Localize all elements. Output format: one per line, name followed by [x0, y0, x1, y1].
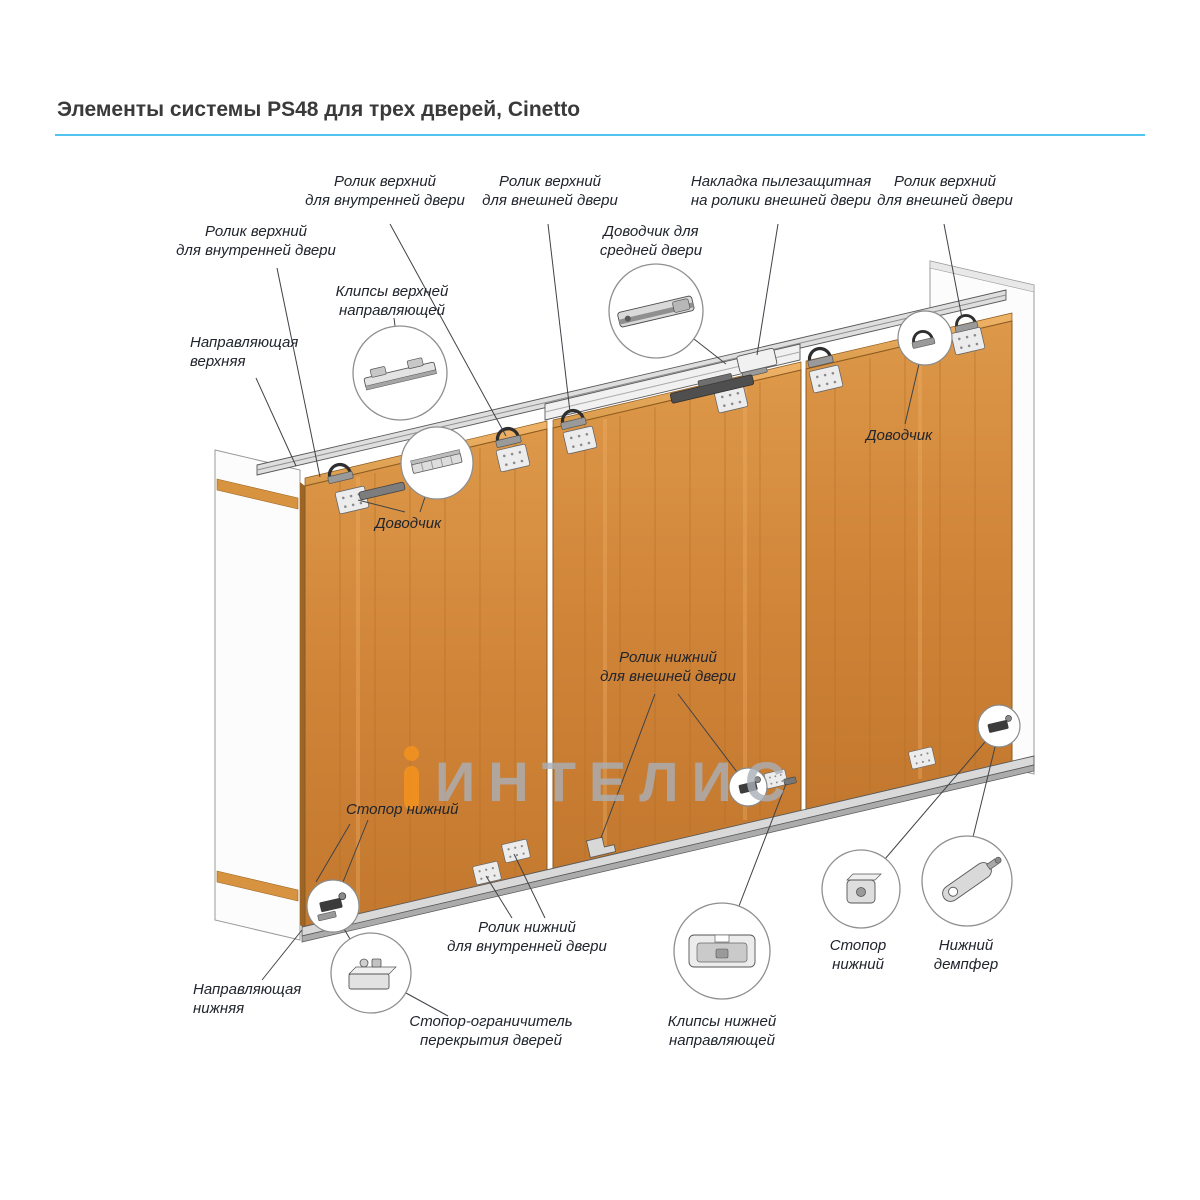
- left-side-panel: [214, 449, 301, 941]
- leader-lines: [255, 223, 996, 1017]
- closer-device-left: [358, 481, 406, 501]
- label-dust-cover: Накладка пылезащитная на ролики внешней …: [690, 173, 872, 210]
- callout-bottom-damper: [921, 835, 1013, 927]
- label-closer-left: Доводчик: [375, 515, 442, 532]
- label-top-rail: Направляющая верхняя: [190, 334, 299, 371]
- callout-overlap-stop: [330, 932, 412, 1014]
- label-bottom-stop-left: Стопор нижний: [346, 801, 459, 818]
- label-top-rail-clips: Клипсы верхней направляющей: [335, 283, 449, 320]
- label-bottom-stop-right: Стопор нижний: [829, 937, 887, 974]
- label-bottom-roller-outer-door: Ролик нижний для внешней двери: [600, 649, 736, 686]
- watermark: ИНТЕЛИС: [404, 746, 798, 810]
- callout-closer-left: [400, 426, 474, 500]
- title-divider: [55, 134, 1145, 136]
- dust-cover-plate: [736, 347, 778, 374]
- label-bottom-roller-inner-door: Ролик нижний для внутренней двери: [447, 919, 607, 956]
- label-closer-middle-door: Доводчик для средней двери: [599, 223, 703, 260]
- bottom-track: [301, 755, 1035, 943]
- label-top-roller-outer-door-right: Ролик верхний для внешней двери: [877, 173, 1013, 210]
- label-overlap-stop-limiter: Стопор-ограничитель перекрытия дверей: [409, 1013, 573, 1050]
- label-bottom-rail-clips: Клипсы нижней направляющей: [667, 1013, 777, 1050]
- callout-closer-middle: [608, 263, 704, 359]
- bottom-rail-clip-mark: [783, 776, 797, 786]
- bottom-angle-bracket: [586, 836, 617, 858]
- callout-bottom-rail-clip: [673, 902, 771, 1000]
- closer-device-middle: [669, 373, 755, 404]
- hardware: [323, 311, 986, 886]
- highlight-circles: [306, 310, 1021, 933]
- label-top-roller-inner-door-top: Ролик верхний для внутренней двери: [305, 173, 465, 210]
- label-bottom-damper: Нижний демпфер: [933, 937, 999, 974]
- watermark-text: ИНТЕЛИС: [435, 750, 799, 813]
- label-closer-right: Доводчик: [866, 427, 933, 444]
- callout-bottom-stop: [821, 849, 901, 929]
- label-bottom-rail: Направляющая нижняя: [193, 981, 302, 1018]
- label-top-roller-outer-door-left: Ролик верхний для внешней двери: [482, 173, 618, 210]
- watermark-logo-i-icon: [404, 746, 419, 810]
- label-top-roller-inner-door-left: Ролик верхний для внутренней двери: [176, 223, 336, 260]
- callout-top-rail-clip: [352, 325, 448, 421]
- page-title: Элементы системы PS48 для трех дверей, C…: [57, 98, 581, 121]
